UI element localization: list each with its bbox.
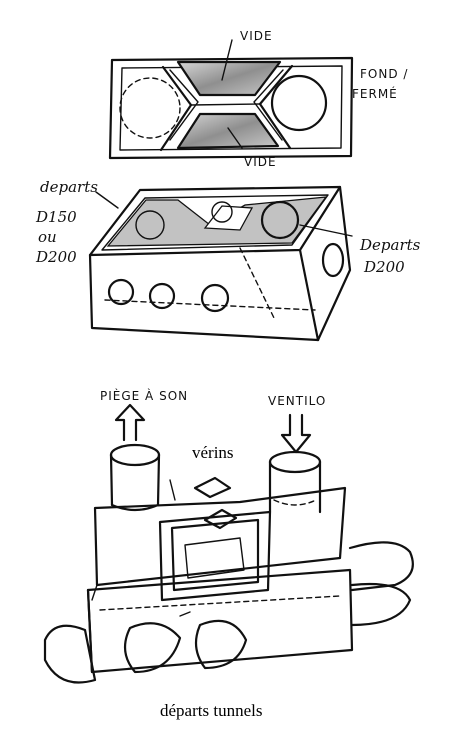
label-actuators: vérins: [192, 443, 234, 462]
down-arrow-icon: [280, 413, 312, 454]
label-void-bottom: VIDE: [244, 155, 277, 169]
label-outlets-left-3: ou: [38, 228, 57, 246]
middle-box-sketch: [88, 185, 353, 342]
caption-tunnel-outlets: départs tunnels: [160, 701, 262, 720]
label-sound-trap: PIÈGE À SON: [100, 388, 188, 403]
top-plan-view: [108, 39, 354, 160]
label-fan: VENTILO: [268, 394, 326, 408]
bottom-assembly-sketch: [43, 403, 414, 684]
label-outlets-right-2: D200: [363, 258, 405, 276]
label-outlets-left-2: D150: [35, 208, 77, 226]
label-void-top: VIDE: [240, 29, 273, 43]
label-closed-bottom-1: FOND /: [360, 67, 408, 81]
label-closed-bottom-2: FERMÉ: [352, 86, 398, 101]
label-outlets-right-1: Departs: [359, 236, 421, 254]
left-void-circle: [119, 77, 181, 139]
right-closed-circle: [270, 74, 328, 132]
label-outlets-left-1: departs: [40, 178, 98, 196]
up-arrow-icon: [114, 403, 146, 442]
label-outlets-left-4: D200: [35, 248, 77, 266]
